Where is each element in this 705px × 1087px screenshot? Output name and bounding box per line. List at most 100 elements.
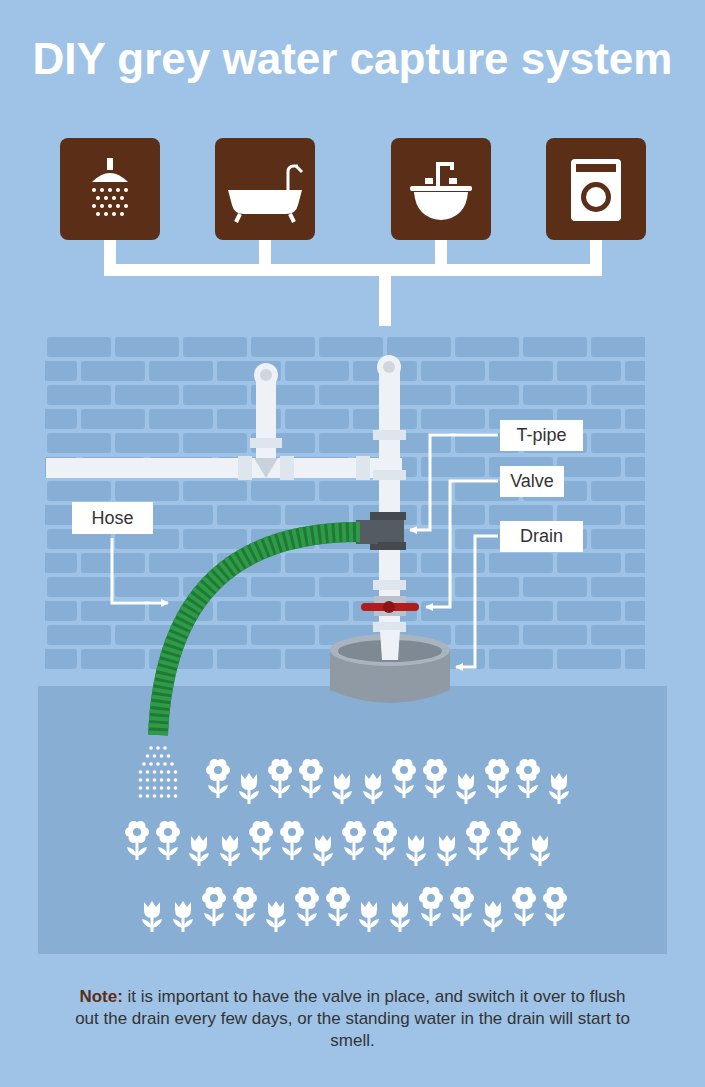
shower-icon-shape-shape <box>104 212 108 216</box>
flower-rows-shape <box>437 853 457 862</box>
flower-rows-shape <box>251 847 271 856</box>
hose-shape-shape <box>146 778 150 782</box>
sink-icon-shape <box>410 186 472 191</box>
flower-rows-shape <box>524 766 532 774</box>
hose-shape <box>158 532 360 735</box>
icon-boxes-shape <box>391 138 491 240</box>
title: DIY grey water capture system <box>0 34 705 84</box>
icon-boxes-shape <box>60 138 160 240</box>
leader-lines-shape <box>426 481 498 607</box>
note-heading: Note: <box>79 987 122 1006</box>
flower-rows-shape <box>334 894 342 902</box>
hose-shape-shape <box>149 746 153 750</box>
leader-lines <box>112 435 498 667</box>
flower-rows-shape <box>406 853 426 862</box>
pipes <box>46 355 406 632</box>
flower-rows-shape <box>431 766 439 774</box>
flower-rows-shape <box>434 780 437 798</box>
drain-shape <box>380 630 400 660</box>
flower-rows-shape <box>485 901 501 918</box>
flower-rows-shape <box>499 847 519 856</box>
t-joint <box>356 512 406 550</box>
label-box: Valve <box>500 466 564 497</box>
washing-machine-icon-shape <box>571 159 621 221</box>
flower-rows-shape <box>144 901 160 918</box>
sink-icon-shape <box>449 178 457 184</box>
flower-rows-shape <box>313 853 333 862</box>
flower-rows-shape <box>363 791 383 800</box>
flower-rows-shape <box>214 766 222 774</box>
garden-panel <box>38 686 667 954</box>
flower-rows-shape <box>518 785 538 794</box>
supply-lines-shape <box>110 240 596 270</box>
bathtub-icon-shape <box>288 166 298 190</box>
flower-rows-shape <box>532 835 548 852</box>
flower-rows <box>125 759 569 932</box>
flower-rows-shape <box>164 828 172 836</box>
pipes-shape <box>46 458 402 478</box>
flower-rows-shape <box>244 908 247 926</box>
hose-shape-shape <box>146 770 150 774</box>
flower-rows-shape <box>421 913 441 922</box>
sink-icon <box>410 164 472 220</box>
flower-rows-shape <box>439 835 455 852</box>
flower-rows-shape <box>554 908 557 926</box>
hose-shape-shape <box>146 754 150 758</box>
flower-rows-shape <box>222 835 238 852</box>
flower-rows-shape <box>210 894 218 902</box>
hose-shape-shape <box>139 770 143 774</box>
flower-rows-shape <box>400 766 408 774</box>
flower-rows-shape <box>508 842 511 860</box>
note: Note: it is important to have the valve … <box>70 986 635 1052</box>
flower-rows-shape <box>430 908 433 926</box>
flower-rows-shape <box>487 785 507 794</box>
shower-icon-shape-shape <box>96 196 100 200</box>
shower-icon-shape-shape <box>92 188 96 192</box>
shower-icon-shape-shape <box>120 196 124 200</box>
hose-shape-shape <box>167 786 171 790</box>
bathtub-icon-shape <box>228 190 302 214</box>
flower-rows-shape <box>549 791 569 800</box>
flower-rows-shape <box>239 791 259 800</box>
shower-icon-shape-shape <box>120 212 124 216</box>
flower-rows-shape <box>279 780 282 798</box>
flower-rows-shape <box>260 842 263 860</box>
shower-icon-shape-shape <box>116 188 120 192</box>
shower-icon-shape-shape <box>108 188 112 192</box>
flower-rows-shape <box>142 919 162 928</box>
hose-shape-shape <box>153 770 157 774</box>
flower-rows-shape <box>208 785 228 794</box>
flower-rows-shape <box>167 842 170 860</box>
shower-icon-shape-shape <box>124 188 128 192</box>
flower-rows-shape <box>545 913 565 922</box>
hose-shape-shape <box>163 746 167 750</box>
flower-rows-shape <box>394 785 414 794</box>
flower-rows-shape <box>217 780 220 798</box>
hose-shape-shape <box>160 778 164 782</box>
washing-machine-icon-shape <box>581 182 611 212</box>
bathtub-icon-shape <box>296 166 302 172</box>
hose-shape-shape <box>153 794 157 798</box>
hose-shape-shape <box>156 762 160 766</box>
shower-icon-shape-shape <box>112 196 116 200</box>
hose-shape-shape <box>160 770 164 774</box>
hose-shape-shape <box>174 770 178 774</box>
flower-rows-shape <box>390 919 410 928</box>
pipes-shape <box>238 456 252 480</box>
t-joint-shape <box>370 512 406 520</box>
flower-rows-shape <box>505 828 513 836</box>
shower-icon-shape-shape <box>92 204 96 208</box>
icon-boxes-shape <box>215 138 315 240</box>
hose-shape-shape <box>174 778 178 782</box>
icon-boxes <box>60 138 646 240</box>
flower-rows-shape <box>353 842 356 860</box>
icon-boxes-shape <box>546 138 646 240</box>
flower-rows-shape <box>365 773 381 790</box>
sink-icon-shape <box>414 192 468 220</box>
shower-icon-shape-shape <box>124 204 128 208</box>
flower-rows-shape <box>133 828 141 836</box>
hose-shape-shape <box>153 778 157 782</box>
flower-rows-shape <box>496 780 499 798</box>
flower-rows-shape <box>213 908 216 926</box>
flower-rows-shape <box>468 847 488 856</box>
